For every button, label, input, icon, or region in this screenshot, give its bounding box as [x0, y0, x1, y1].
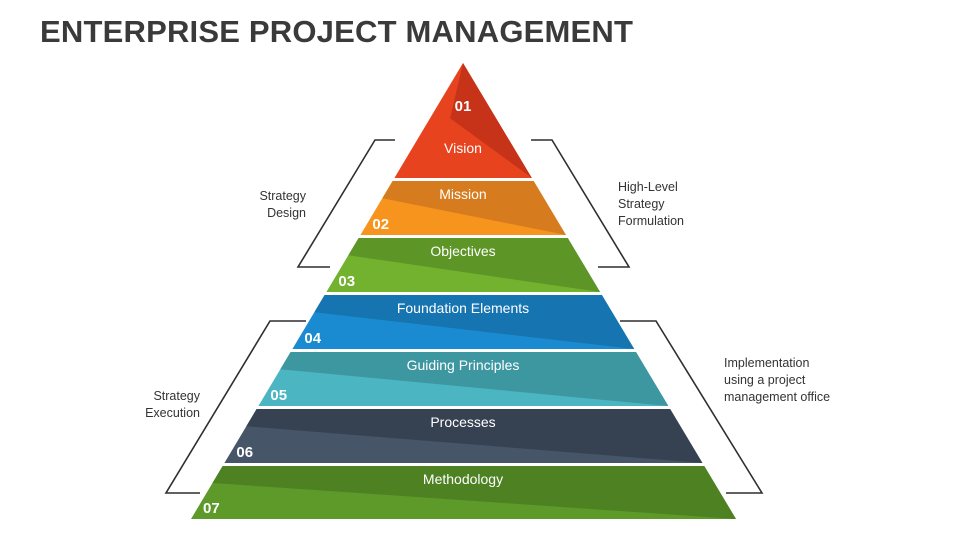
tier-guiding-principles: Guiding Principles 05: [258, 352, 669, 406]
tier-methodology: Methodology 07: [191, 466, 736, 519]
tier-label: Foundation Elements: [397, 300, 529, 316]
tier-shade: [212, 466, 736, 519]
label-implementation-pmo: Implementation using a project managemen…: [724, 356, 831, 404]
tier-label: Mission: [439, 186, 486, 202]
tier-label: Methodology: [423, 471, 503, 487]
tier-number: 04: [304, 330, 321, 347]
tier-label: Vision: [444, 140, 482, 156]
tier-shade: [314, 295, 635, 349]
tier-shade: [246, 409, 703, 463]
tier-label: Objectives: [430, 243, 495, 259]
tier-label: Processes: [430, 414, 495, 430]
tier-number: 02: [372, 216, 389, 233]
tier-mission: Mission 02: [360, 181, 566, 235]
page-title: ENTERPRISE PROJECT MANAGEMENT: [40, 14, 634, 49]
bracket-strategy-execution: [164, 320, 306, 494]
tier-foundation-elements: Foundation Elements 04: [292, 295, 635, 349]
tier-shade: [348, 238, 601, 292]
tier-shade: [382, 181, 566, 235]
label-high-level-strategy-formulation: High-Level Strategy Formulation: [618, 180, 684, 228]
tier-shade: [280, 352, 669, 406]
bracket-high-level-strategy: [531, 139, 631, 268]
tier-number: 07: [203, 500, 220, 517]
tier-shade: [450, 63, 532, 178]
tier-number: 05: [270, 387, 287, 404]
tier-vision: Vision 01: [394, 63, 532, 178]
tier-number: 06: [236, 444, 253, 461]
label-strategy-execution: Strategy Execution: [145, 389, 200, 420]
tier-label: Guiding Principles: [407, 357, 520, 373]
tier-processes: Processes 06: [224, 409, 703, 463]
tier-number: 01: [455, 98, 472, 115]
bracket-strategy-design: [296, 139, 395, 268]
bracket-implementation: [620, 320, 764, 494]
tier-objectives: Objectives 03: [326, 238, 601, 292]
label-strategy-design: Strategy Design: [259, 189, 306, 220]
tier-number: 03: [338, 273, 355, 290]
